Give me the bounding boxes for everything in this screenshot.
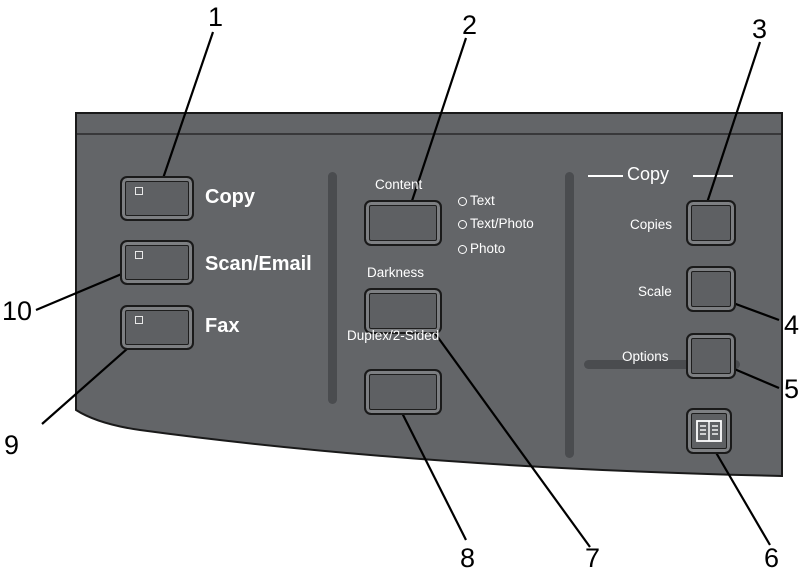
callout-7: 7 bbox=[585, 543, 601, 573]
separator-right bbox=[565, 172, 574, 458]
darkness-button[interactable] bbox=[364, 288, 442, 334]
content-option-text: Text bbox=[458, 194, 495, 208]
callout-3: 3 bbox=[752, 14, 768, 44]
content-button[interactable] bbox=[364, 200, 442, 246]
callout-2: 2 bbox=[462, 10, 478, 40]
scale-button[interactable] bbox=[686, 266, 736, 312]
radio-icon bbox=[458, 220, 467, 229]
callout-4: 4 bbox=[784, 310, 800, 340]
copy-mode-label: Copy bbox=[205, 186, 255, 208]
fax-mode-indicator-light bbox=[135, 316, 143, 324]
callout-6: 6 bbox=[764, 543, 780, 573]
leader-1 bbox=[155, 31, 215, 197]
copy-mode-button[interactable] bbox=[120, 176, 194, 221]
duplex-button[interactable] bbox=[364, 369, 442, 415]
copies-button[interactable] bbox=[686, 200, 736, 246]
content-label: Content bbox=[375, 177, 423, 192]
scan-email-mode-label: Scan/Email bbox=[205, 253, 312, 275]
fax-mode-button[interactable] bbox=[120, 305, 194, 350]
separator-left bbox=[328, 172, 337, 404]
options-button[interactable] bbox=[686, 333, 736, 379]
scan-email-mode-button[interactable] bbox=[120, 240, 194, 285]
leader-7 bbox=[420, 313, 591, 548]
menu-book-button[interactable] bbox=[686, 408, 732, 454]
duplex-label: Duplex/2-Sided bbox=[347, 328, 440, 343]
callout-5: 5 bbox=[784, 374, 800, 404]
leader-8 bbox=[392, 394, 467, 541]
radio-icon bbox=[458, 245, 467, 254]
fax-mode-label: Fax bbox=[205, 315, 240, 337]
copies-label: Copies bbox=[630, 217, 673, 232]
content-option-photo: Photo bbox=[458, 242, 505, 256]
callout-10: 10 bbox=[2, 296, 33, 326]
leader-3 bbox=[700, 41, 762, 219]
scan-email-mode-indicator-light bbox=[135, 251, 143, 259]
copy-mode-indicator-light bbox=[135, 187, 143, 195]
callout-8: 8 bbox=[460, 543, 476, 573]
copy-group-title: Copy bbox=[627, 164, 670, 184]
content-option-text-photo: Text/Photo bbox=[458, 217, 534, 231]
leader-2 bbox=[403, 37, 468, 223]
book-icon bbox=[696, 420, 722, 442]
content-option-photo-label: Photo bbox=[470, 241, 506, 256]
options-label: Options bbox=[622, 349, 669, 364]
radio-icon bbox=[458, 197, 467, 206]
scale-label: Scale bbox=[638, 284, 672, 299]
content-option-text-photo-label: Text/Photo bbox=[470, 216, 534, 231]
content-option-text-label: Text bbox=[470, 193, 495, 208]
callout-1: 1 bbox=[208, 2, 224, 32]
darkness-label: Darkness bbox=[367, 265, 425, 280]
callout-9: 9 bbox=[4, 430, 20, 460]
